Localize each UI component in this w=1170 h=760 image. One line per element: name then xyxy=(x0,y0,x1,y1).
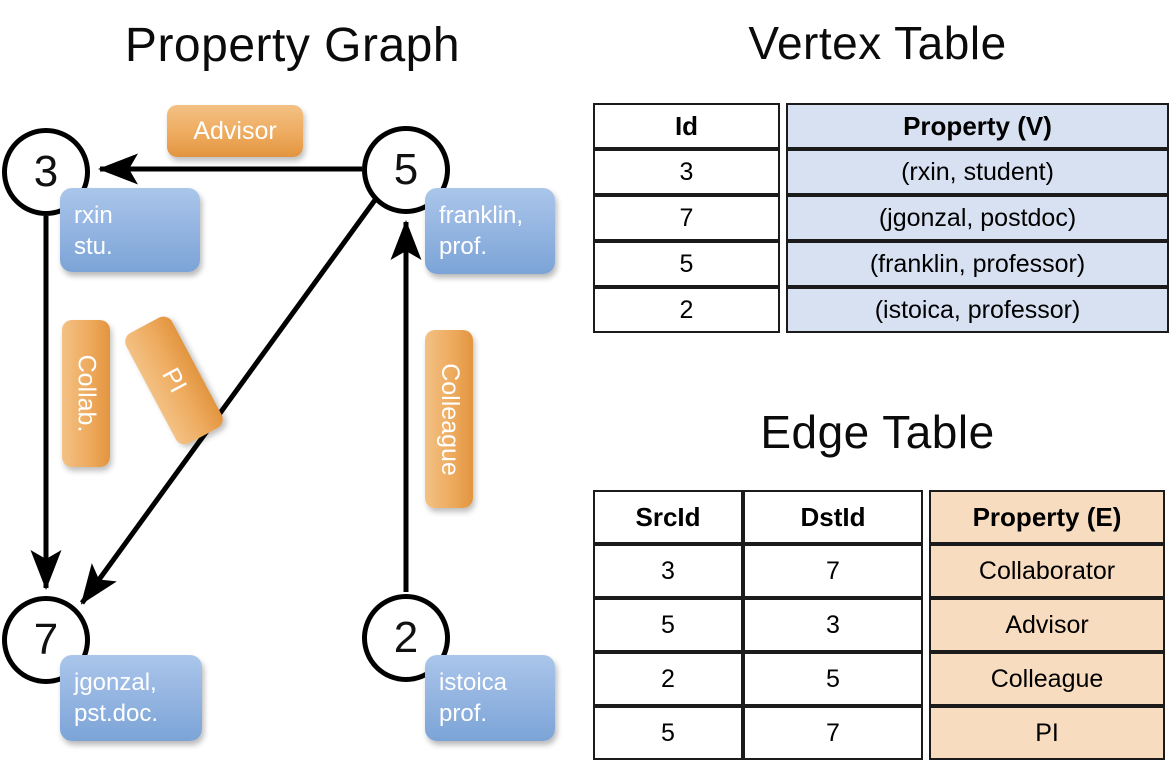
edge-cell-dstid: 7 xyxy=(743,706,923,760)
edge-label-advisor-text: Advisor xyxy=(193,116,277,145)
edge-label-collab: Collab. xyxy=(62,320,110,467)
vertex-cell-property: (istoica, professor) xyxy=(786,287,1169,333)
page-title-edge-table: Edge Table xyxy=(760,406,995,458)
vertex-property-box-7: jgonzal, pst.doc. xyxy=(60,655,202,741)
vertex-table: Id Property (V) 3 (rxin, student) 7 (jgo… xyxy=(593,103,1169,333)
edge-cell-srcid: 5 xyxy=(593,598,743,652)
vertex-table-header-property: Property (V) xyxy=(786,103,1169,149)
vertex-cell-id: 3 xyxy=(593,149,780,195)
edge-table-header-property: Property (E) xyxy=(929,490,1165,544)
graph-node-5-label: 5 xyxy=(393,145,419,194)
edge-5-to-7 xyxy=(79,198,378,605)
edge-cell-dstid: 5 xyxy=(743,652,923,706)
edge-table-header-dstid: DstId xyxy=(743,490,923,544)
edge-cell-property: Collaborator xyxy=(929,544,1165,598)
edge-table-column-gap xyxy=(923,652,929,706)
vertex-property-box-5-role: prof. xyxy=(439,233,488,261)
page-title-property-graph: Property Graph xyxy=(124,19,461,72)
edge-label-collab-text: Collab. xyxy=(72,354,101,433)
edge-cell-srcid: 5 xyxy=(593,706,743,760)
edge-cell-property: Advisor xyxy=(929,598,1165,652)
edge-table-column-gap xyxy=(923,598,929,652)
graph-node-7-label: 7 xyxy=(33,615,59,664)
graph-node-2[interactable]: 2 xyxy=(362,594,450,682)
edge-table: SrcId DstId Property (E) 3 7 Collaborato… xyxy=(593,490,1165,760)
vertex-table-column-gap xyxy=(780,149,786,195)
vertex-property-box-5: franklin, prof. xyxy=(425,188,555,274)
table-row: 5 3 Advisor xyxy=(593,598,1165,652)
edge-cell-property: Colleague xyxy=(929,652,1165,706)
vertex-cell-id: 7 xyxy=(593,195,780,241)
vertex-property-box-3-role: stu. xyxy=(74,233,113,261)
vertex-table-column-gap xyxy=(780,287,786,333)
vertex-table-header-id: Id xyxy=(593,103,780,149)
vertex-property-box-7-name: jgonzal, xyxy=(74,669,157,696)
table-row: 2 5 Colleague xyxy=(593,652,1165,706)
table-row: 3 7 Collaborator xyxy=(593,544,1165,598)
vertex-property-box-2-name: istoica xyxy=(439,669,508,696)
vertex-cell-id: 5 xyxy=(593,241,780,287)
edge-cell-dstid: 7 xyxy=(743,544,923,598)
vertex-property-box-3-name: rxin xyxy=(74,202,113,229)
vertex-cell-property: (jgonzal, postdoc) xyxy=(786,195,1169,241)
edge-label-advisor: Advisor xyxy=(167,105,303,157)
table-row: 3 (rxin, student) xyxy=(593,149,1169,195)
edge-cell-property: PI xyxy=(929,706,1165,760)
edge-table-header-row: SrcId DstId Property (E) xyxy=(593,490,1165,544)
graph-node-5[interactable]: 5 xyxy=(362,126,450,214)
table-row: 5 (franklin, professor) xyxy=(593,241,1169,287)
property-graph-diagram: 3 5 7 2 rxin stu. franklin, prof. jgonza… xyxy=(2,105,555,741)
edge-table-column-gap xyxy=(923,706,929,760)
edge-label-colleague-text: Colleague xyxy=(435,362,464,476)
vertex-cell-property: (rxin, student) xyxy=(786,149,1169,195)
table-row: 5 7 PI xyxy=(593,706,1165,760)
vertex-cell-property: (franklin, professor) xyxy=(786,241,1169,287)
table-row: 2 (istoica, professor) xyxy=(593,287,1169,333)
edge-table-header-srcid: SrcId xyxy=(593,490,743,544)
graph-node-3-label: 3 xyxy=(33,147,59,196)
table-row: 7 (jgonzal, postdoc) xyxy=(593,195,1169,241)
vertex-property-box-2: istoica prof. xyxy=(425,655,555,741)
vertex-table-header-row: Id Property (V) xyxy=(593,103,1169,149)
vertex-table-column-gap xyxy=(780,195,786,241)
vertex-property-box-2-role: prof. xyxy=(439,700,488,728)
edge-cell-srcid: 3 xyxy=(593,544,743,598)
vertex-property-box-3: rxin stu. xyxy=(60,188,200,272)
edge-table-column-gap xyxy=(923,544,929,598)
graph-node-2-label: 2 xyxy=(393,613,419,662)
vertex-table-column-gap xyxy=(780,241,786,287)
edge-cell-srcid: 2 xyxy=(593,652,743,706)
vertex-property-box-7-role: pst.doc. xyxy=(74,700,159,728)
edge-table-column-gap xyxy=(923,490,929,544)
page-title-vertex-table: Vertex Table xyxy=(748,17,1007,69)
edge-cell-dstid: 3 xyxy=(743,598,923,652)
graph-edges-svg xyxy=(30,153,422,605)
vertex-table-column-gap xyxy=(780,103,786,149)
vertex-cell-id: 2 xyxy=(593,287,780,333)
edge-label-colleague: Colleague xyxy=(425,330,473,508)
edge-label-pi-text: PI xyxy=(156,363,193,398)
vertex-property-box-5-name: franklin, xyxy=(439,202,524,229)
